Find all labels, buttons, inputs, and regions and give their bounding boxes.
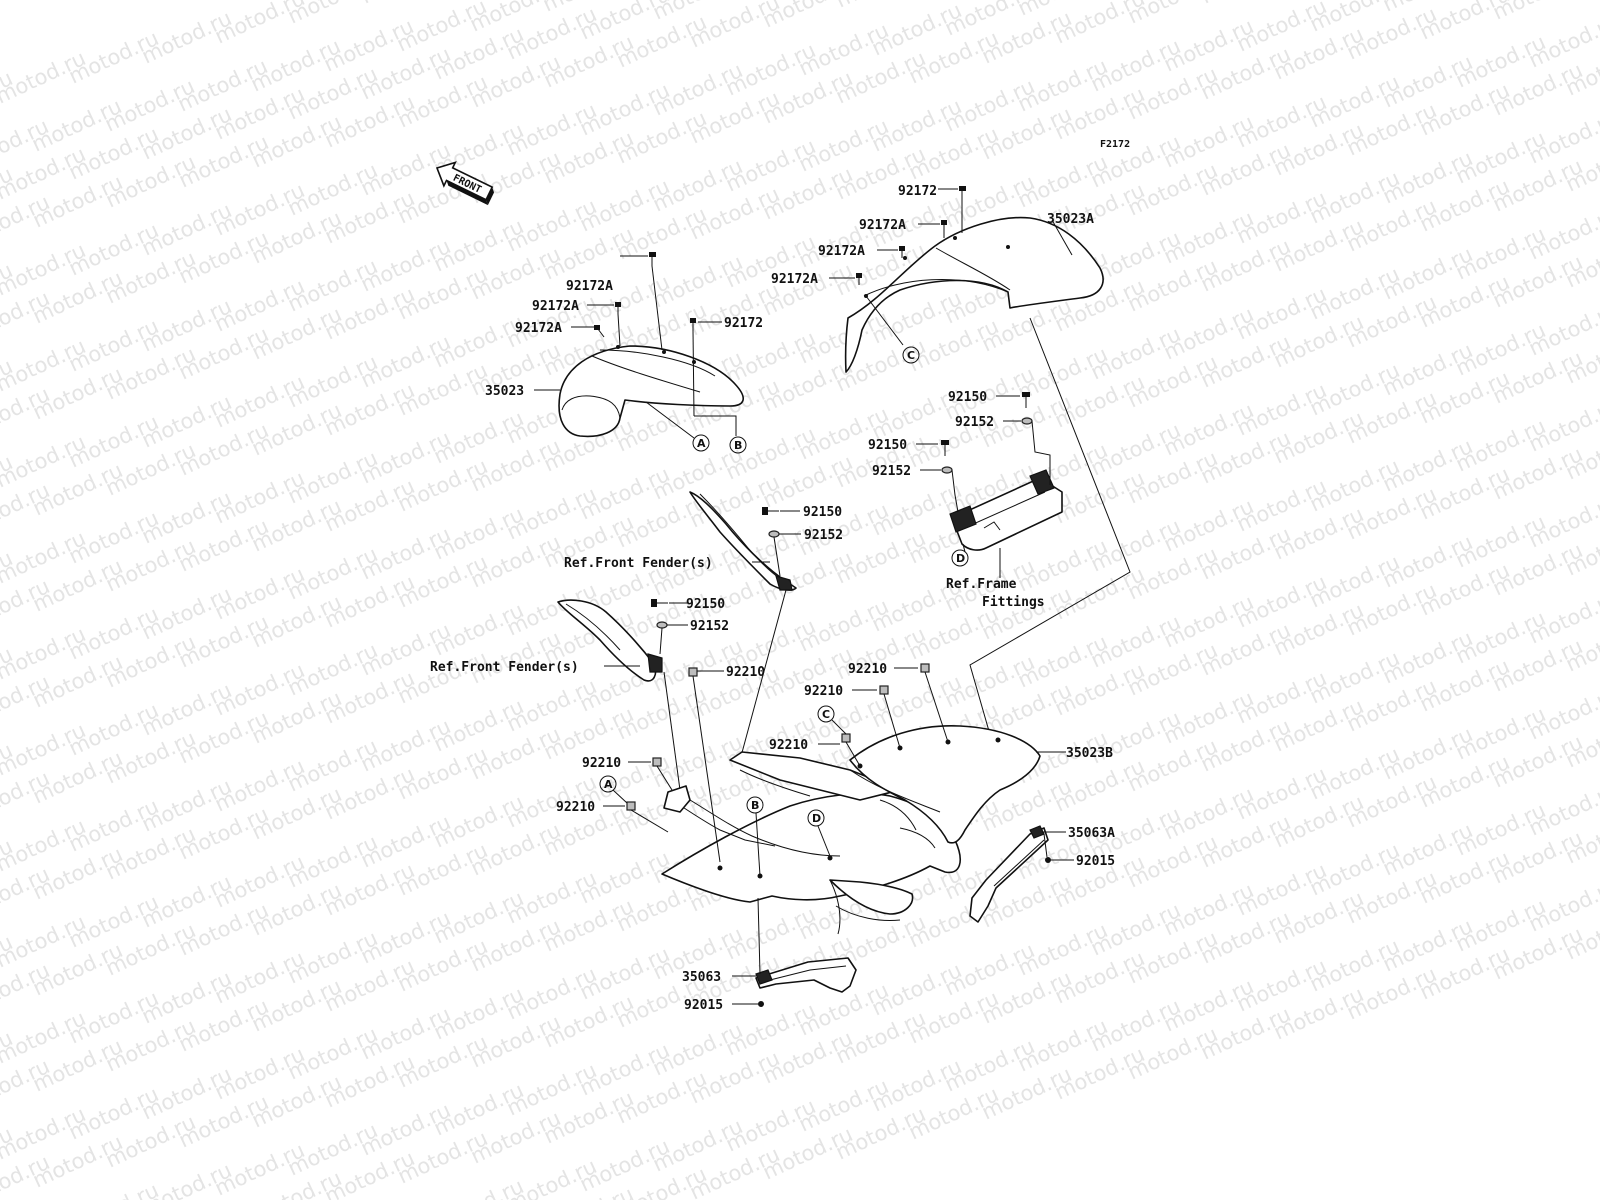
- part-label: 92172A: [859, 218, 906, 233]
- part-label: 92172A: [771, 272, 818, 287]
- front-arrow-icon: FRONT: [435, 161, 495, 206]
- part-label: 92015: [1076, 854, 1115, 869]
- screw-icon: [615, 302, 621, 314]
- part-label: 92172A: [515, 321, 562, 336]
- screw-icon: [649, 252, 656, 266]
- part-label: 35063A: [1068, 826, 1115, 841]
- part-label: 92210: [726, 665, 765, 680]
- front-fender-stay-lower: [557, 599, 663, 682]
- screw-icon: [594, 325, 605, 338]
- screw-icon: [941, 220, 947, 232]
- screw-icon: [899, 246, 905, 258]
- callout-a: A: [697, 437, 706, 450]
- watermark-text: motod.ru: [1197, 0, 1294, 9]
- grommet-icon: [920, 663, 949, 743]
- part-label: 92172A: [818, 244, 865, 259]
- part-label: 92210: [556, 800, 595, 815]
- callout-a: A: [604, 778, 613, 791]
- part-35023-cover: [558, 345, 744, 438]
- part-label: 35023B: [1066, 746, 1113, 761]
- washer-icon: [941, 466, 953, 474]
- part-label: 35063: [682, 970, 721, 985]
- rivet-icon: [1045, 857, 1051, 863]
- part-35023B-fairing: [661, 725, 1041, 935]
- bolt-icon: [941, 440, 949, 456]
- part-35063-bracket: [755, 957, 857, 993]
- washer-icon: [1021, 417, 1033, 425]
- part-label: 92152: [690, 619, 729, 634]
- ref-label: Ref.Frame: [946, 577, 1017, 592]
- part-label: 92210: [582, 756, 621, 771]
- part-label: 92210: [848, 662, 887, 677]
- callout-b: B: [751, 799, 759, 812]
- callout-d: D: [812, 812, 821, 825]
- grommet-icon: [688, 667, 721, 863]
- part-label: 92172A: [532, 299, 579, 314]
- grommet-icon: [626, 801, 669, 833]
- ref-label: Ref.Front Fender(s): [564, 556, 713, 571]
- part-label: 92015: [684, 998, 723, 1013]
- part-label: 92150: [868, 438, 907, 453]
- watermark-text: motod.ru: [1562, 0, 1600, 5]
- part-label: 92150: [948, 390, 987, 405]
- part-label: 35023A: [1047, 212, 1094, 227]
- watermark-text: motod.ru: [357, 0, 454, 9]
- part-label: 92152: [872, 464, 911, 479]
- screw-icon: [959, 186, 966, 199]
- part-label: 92150: [803, 505, 842, 520]
- callout-d: D: [956, 552, 965, 565]
- callout-b: B: [734, 439, 742, 452]
- callout-c: C: [907, 349, 915, 362]
- part-35063A-bracket: [969, 825, 1049, 923]
- bolt-icon: [651, 599, 668, 607]
- washer-icon: [656, 621, 668, 629]
- part-label: 92210: [769, 738, 808, 753]
- washer-icon: [768, 530, 780, 538]
- bolt-icon: [1022, 392, 1030, 408]
- watermark-text: motod.ru: [832, 0, 929, 13]
- figure-code: F2172: [1100, 139, 1130, 150]
- bolt-icon: [762, 507, 779, 515]
- ref-label: Ref.Front Fender(s): [430, 660, 579, 675]
- ref-label: Fittings: [982, 595, 1045, 610]
- part-label: 92172: [724, 316, 763, 331]
- screw-icon: [856, 273, 862, 285]
- front-fender-stay-upper: [689, 491, 797, 591]
- part-label: 92150: [686, 597, 725, 612]
- part-label: 92152: [804, 528, 843, 543]
- part-label: 92210: [804, 684, 843, 699]
- part-label: 92172: [898, 184, 937, 199]
- part-35023A-cover: [844, 216, 1104, 373]
- part-label: 92172A: [566, 279, 613, 294]
- grommet-icon: [879, 685, 901, 749]
- part-label: 35023: [485, 384, 524, 399]
- callout-c: C: [822, 708, 830, 721]
- grommet-icon: [652, 757, 673, 791]
- rivet-icon: [758, 1001, 764, 1007]
- frame-fitting-bracket: [949, 469, 1063, 551]
- screw-icon: [690, 318, 696, 330]
- part-label: 92152: [955, 415, 994, 430]
